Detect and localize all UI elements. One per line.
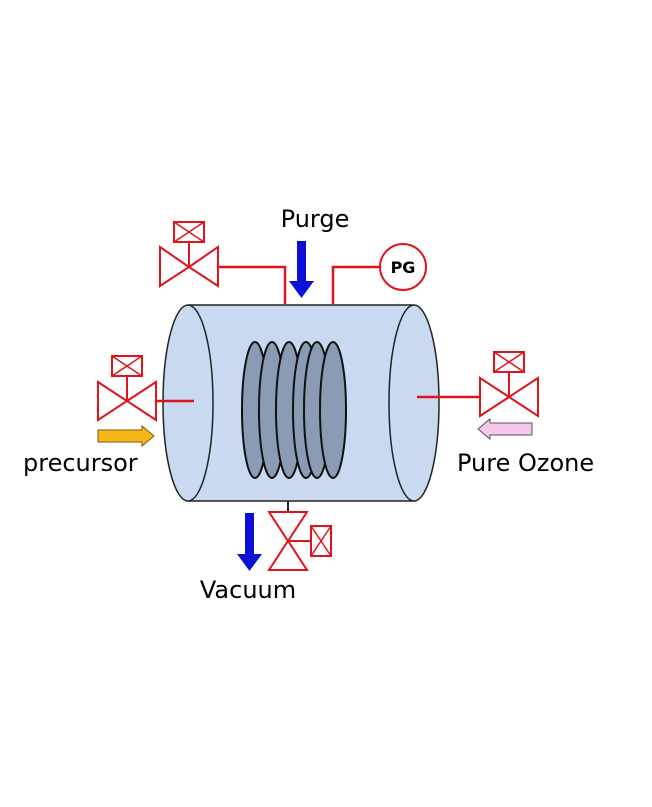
purge-inlet: Purge (281, 205, 350, 298)
ozone-valve-assembly: Pure Ozone (417, 351, 594, 477)
pure-ozone-label: Pure Ozone (457, 449, 594, 477)
precursor-arrow (97, 424, 155, 448)
top-left-valve-assembly (159, 221, 287, 304)
precursor-valve-assembly: precursor (23, 355, 194, 477)
valve-icon[interactable] (159, 221, 219, 288)
valve-icon[interactable] (267, 511, 332, 571)
coil-icon (241, 341, 347, 479)
pressure-gauge-label: PG (391, 258, 416, 277)
vacuum-label: Vacuum (200, 576, 296, 604)
ozone-arrow (477, 417, 533, 441)
valve-icon[interactable] (479, 351, 539, 418)
chamber-right-cap (388, 304, 440, 502)
precursor-label: precursor (23, 449, 138, 477)
chamber-left-cap (162, 304, 214, 502)
vacuum-valve-assembly: Vacuum (200, 501, 332, 604)
purge-label: Purge (281, 205, 350, 233)
pressure-gauge-assembly: PG (331, 243, 427, 304)
purge-arrow (297, 241, 306, 281)
valve-icon[interactable] (97, 355, 157, 422)
pressure-gauge-icon[interactable]: PG (379, 243, 427, 291)
vacuum-arrow (237, 513, 262, 571)
